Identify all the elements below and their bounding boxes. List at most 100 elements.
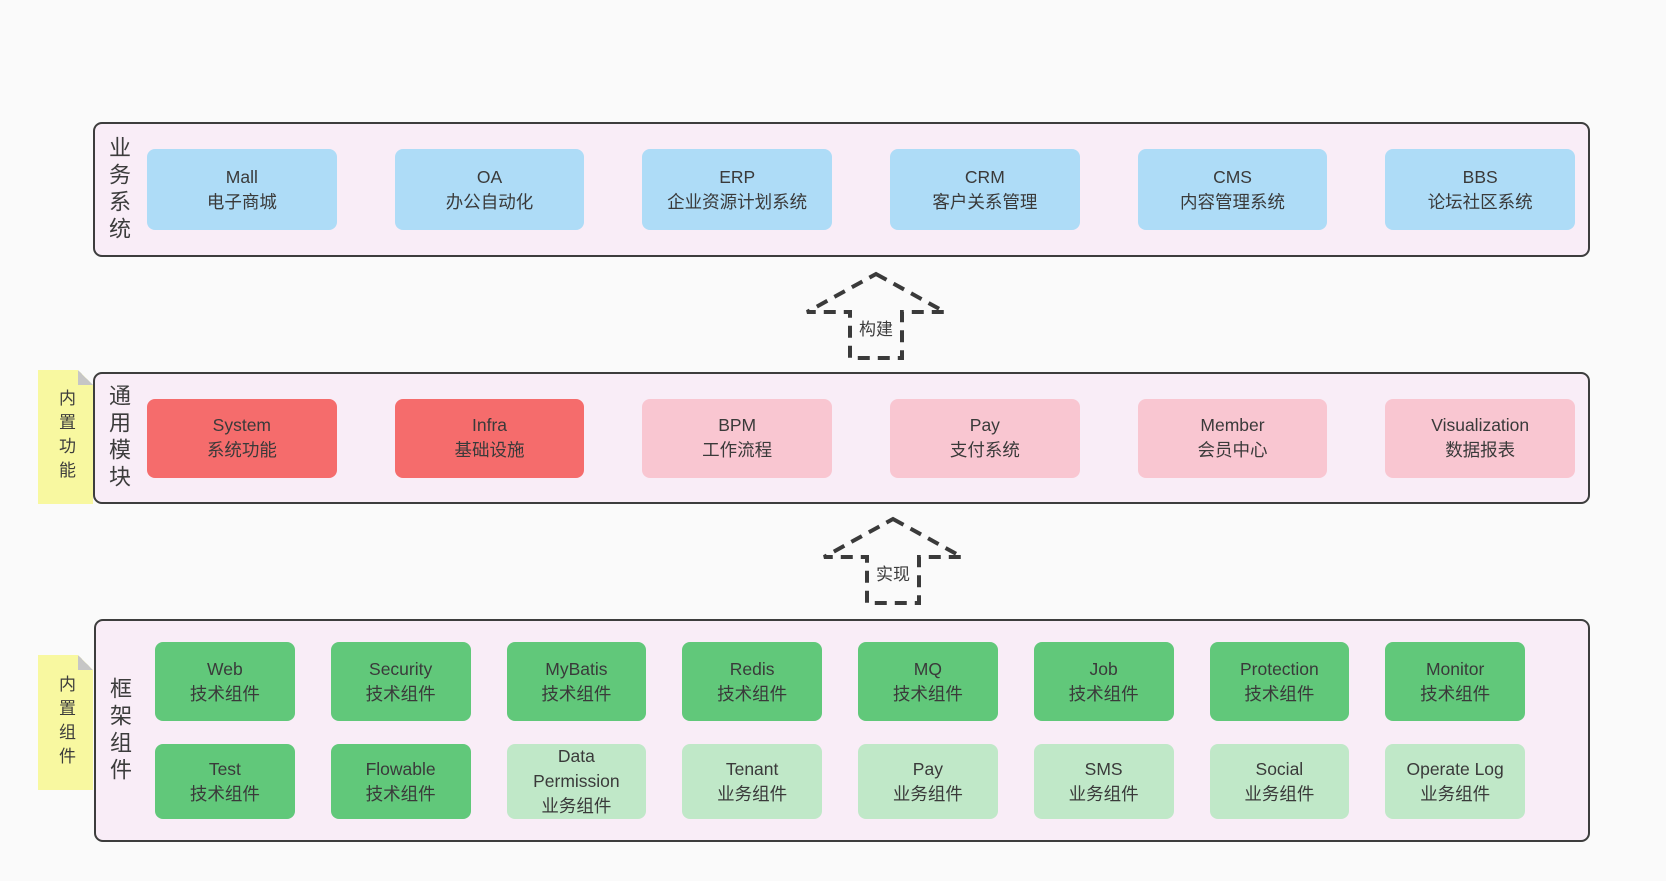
box-mq: MQ 技术组件	[858, 642, 998, 721]
box-title: Redis	[729, 658, 775, 679]
box-title: CMS	[1213, 166, 1252, 187]
business-box-row: Mall 电子商城 OA 办公自动化 ERP 企业资源计划系统 CRM 客户关系…	[147, 124, 1576, 255]
box-subtitle: 工作流程	[702, 440, 773, 460]
box-data-permission: Data Permission 业务组件	[506, 744, 647, 819]
box-title: SMS	[1084, 758, 1123, 779]
box-bbs: BBS 论坛社区系统	[1385, 149, 1576, 230]
box-title: Tenant	[725, 758, 779, 779]
box-subtitle: 技术组件	[189, 783, 260, 804]
box-subtitle: 技术组件	[541, 683, 612, 704]
box-title: Monitor	[1425, 658, 1485, 679]
box-title: Member	[1200, 415, 1265, 436]
sticky-note-text: 内置组件	[56, 674, 75, 771]
panel-business-label-text: 业务系统	[106, 135, 131, 244]
box-title: Job	[1089, 658, 1118, 679]
box-bpm: BPM 工作流程	[642, 398, 833, 478]
box-subtitle: 客户关系管理	[932, 191, 1038, 212]
box-erp: ERP 企业资源计划系统	[642, 149, 833, 230]
arrow-build-label: 构建	[801, 315, 951, 340]
box-oa: OA 办公自动化	[394, 149, 585, 230]
box-title: System	[212, 415, 272, 436]
box-subtitle: 技术组件	[1420, 683, 1491, 704]
box-title: Infra	[471, 415, 508, 436]
box-mall: Mall 电子商城	[147, 149, 337, 230]
framework-box-rows: Web 技术组件 Security 技术组件 MyBatis 技术组件 Redi…	[155, 642, 1525, 819]
box-subtitle: 办公自动化	[445, 191, 534, 212]
box-sms: SMS 业务组件	[1033, 744, 1174, 819]
box-web: Web 技术组件	[155, 642, 295, 721]
box-social: Social 业务组件	[1209, 744, 1350, 819]
box-tenant: Tenant 业务组件	[682, 744, 822, 819]
box-title: Web	[207, 658, 243, 679]
box-redis: Redis 技术组件	[682, 642, 822, 721]
box-operate-log: Operate Log 业务组件	[1385, 744, 1525, 819]
box-protection: Protection 技术组件	[1209, 642, 1350, 721]
box-subtitle: 业务组件	[717, 783, 788, 804]
box-subtitle: 支付系统	[949, 440, 1020, 460]
box-subtitle: 内容管理系统	[1180, 191, 1286, 212]
box-title: ERP	[719, 166, 756, 187]
box-subtitle: 业务组件	[1420, 783, 1491, 804]
box-title: Flowable	[365, 758, 436, 779]
box-subtitle: 数据报表	[1445, 440, 1516, 460]
box-title: Mall	[225, 166, 258, 187]
panel-common-modules: 通用模块 System 系统功能 Infra 基础设施 BPM 工作流程 Pay…	[93, 372, 1590, 504]
sticky-note-built-in-components: 内置组件	[38, 655, 93, 790]
box-title: Data Permission	[533, 746, 620, 792]
panel-business-systems: 业务系统 Mall 电子商城 OA 办公自动化 ERP 企业资源计划系统 CRM…	[93, 122, 1590, 257]
box-test: Test 技术组件	[155, 744, 295, 819]
box-subtitle: 技术组件	[1068, 683, 1139, 704]
box-mybatis: MyBatis 技术组件	[506, 642, 647, 721]
dashed-up-arrow-implement	[823, 516, 963, 605]
box-subtitle: 系统功能	[206, 440, 277, 460]
arrow-build-label-text: 构建	[857, 320, 895, 339]
box-subtitle: 技术组件	[365, 783, 436, 804]
box-title: Test	[208, 758, 241, 779]
framework-row-2: Test 技术组件 Flowable 技术组件 Data Permission …	[155, 744, 1525, 819]
sticky-fold-corner	[78, 655, 93, 670]
box-title: BBS	[1462, 166, 1498, 187]
box-subtitle: 技术组件	[892, 683, 963, 704]
box-title: Protection	[1239, 658, 1319, 679]
box-title: OA	[476, 166, 503, 187]
dashed-up-arrow-build	[806, 271, 946, 360]
box-title: BPM	[718, 415, 757, 436]
panel-business-label: 业务系统	[101, 124, 135, 255]
box-title: Pay	[912, 758, 943, 779]
box-infra: Infra 基础设施	[394, 398, 585, 478]
box-title: CRM	[964, 166, 1005, 187]
framework-row-1: Web 技术组件 Security 技术组件 MyBatis 技术组件 Redi…	[155, 642, 1525, 721]
box-title: MyBatis	[545, 658, 608, 679]
box-title: Visualization	[1431, 415, 1530, 436]
box-pay-business: Pay 业务组件	[858, 744, 998, 819]
box-security: Security 技术组件	[330, 642, 471, 721]
modules-box-row: System 系统功能 Infra 基础设施 BPM 工作流程 Pay 支付系统…	[147, 374, 1576, 502]
sticky-note-built-in-features: 内置功能	[38, 370, 93, 504]
panel-modules-label: 通用模块	[101, 374, 135, 502]
panel-framework-label: 框架组件	[102, 621, 136, 840]
box-cms: CMS 内容管理系统	[1137, 149, 1328, 230]
box-monitor: Monitor 技术组件	[1385, 642, 1525, 721]
panel-framework-label-text: 框架组件	[107, 676, 132, 785]
box-subtitle: 业务组件	[892, 783, 963, 804]
box-subtitle: 技术组件	[1244, 683, 1315, 704]
box-subtitle: 论坛社区系统	[1427, 191, 1533, 212]
box-system: System 系统功能	[147, 398, 337, 478]
box-title: Security	[369, 658, 433, 679]
box-visualization: Visualization 数据报表	[1385, 398, 1576, 478]
box-title: Operate Log	[1406, 758, 1504, 779]
box-crm: CRM 客户关系管理	[890, 149, 1080, 230]
box-subtitle: 业务组件	[541, 795, 612, 816]
box-subtitle: 电子商城	[206, 191, 277, 212]
box-subtitle: 业务组件	[1068, 783, 1139, 804]
box-subtitle: 技术组件	[189, 683, 260, 704]
box-subtitle: 企业资源计划系统	[667, 191, 808, 212]
box-flowable: Flowable 技术组件	[330, 744, 471, 819]
box-subtitle: 技术组件	[717, 683, 788, 704]
arrow-implement-label: 实现	[818, 560, 968, 585]
panel-modules-label-text: 通用模块	[106, 384, 131, 492]
panel-framework-components: 框架组件 Web 技术组件 Security 技术组件 MyBatis 技术组件…	[94, 619, 1590, 842]
box-subtitle: 技术组件	[365, 683, 436, 704]
box-member: Member 会员中心	[1137, 398, 1328, 478]
